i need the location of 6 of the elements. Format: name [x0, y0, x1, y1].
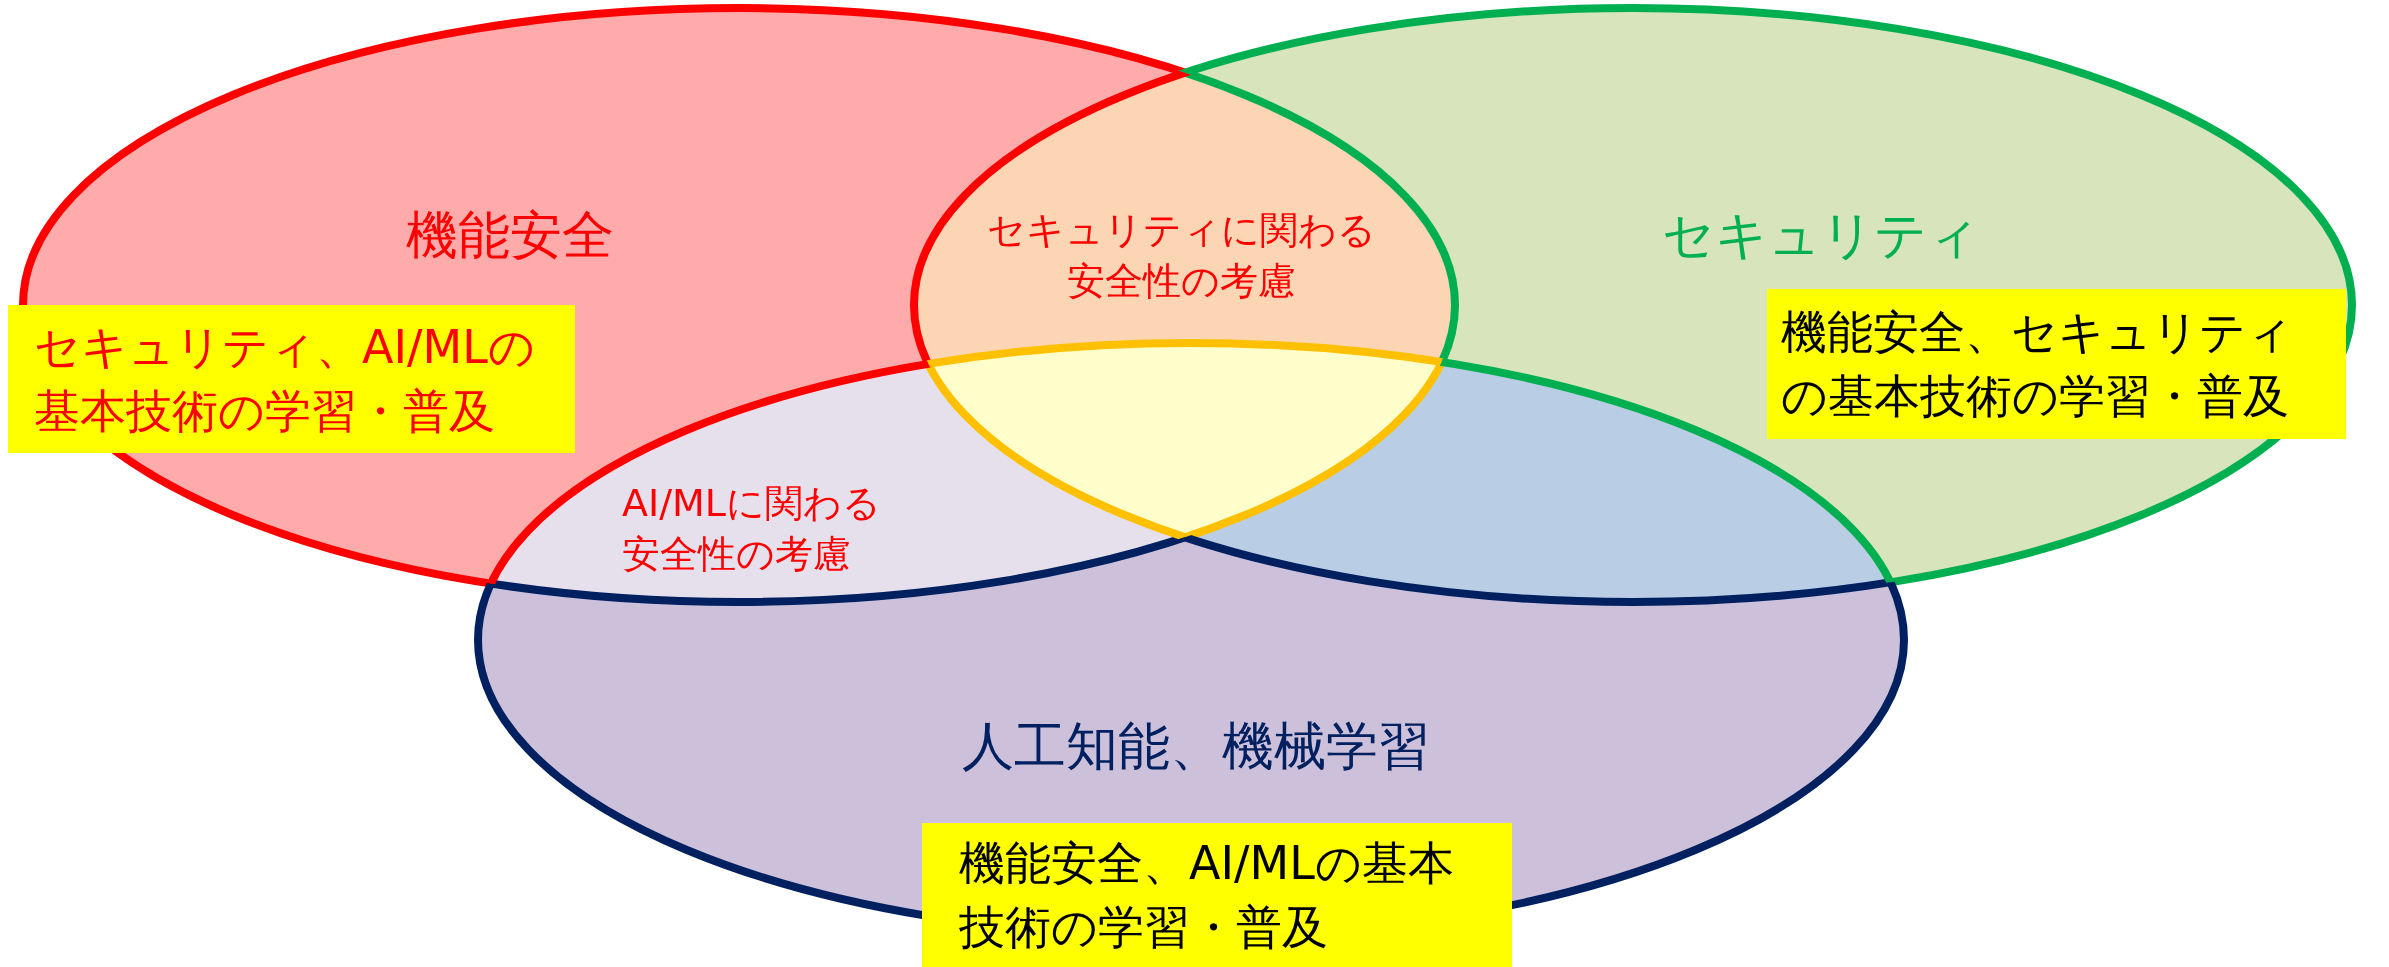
overlap-label: セキュリティに関わる安全性の考慮 — [985, 207, 1377, 306]
note-box: 機能安全、AI/MLの基本技術の学習・普及 — [922, 823, 1512, 967]
overlap-label: AI/MLに関わる安全性の考慮 — [622, 480, 882, 579]
region-title: セキュリティ — [1662, 204, 1980, 267]
region-title: 機能安全 — [406, 204, 614, 267]
region-title: 人工知能、機械学習 — [962, 715, 1430, 778]
